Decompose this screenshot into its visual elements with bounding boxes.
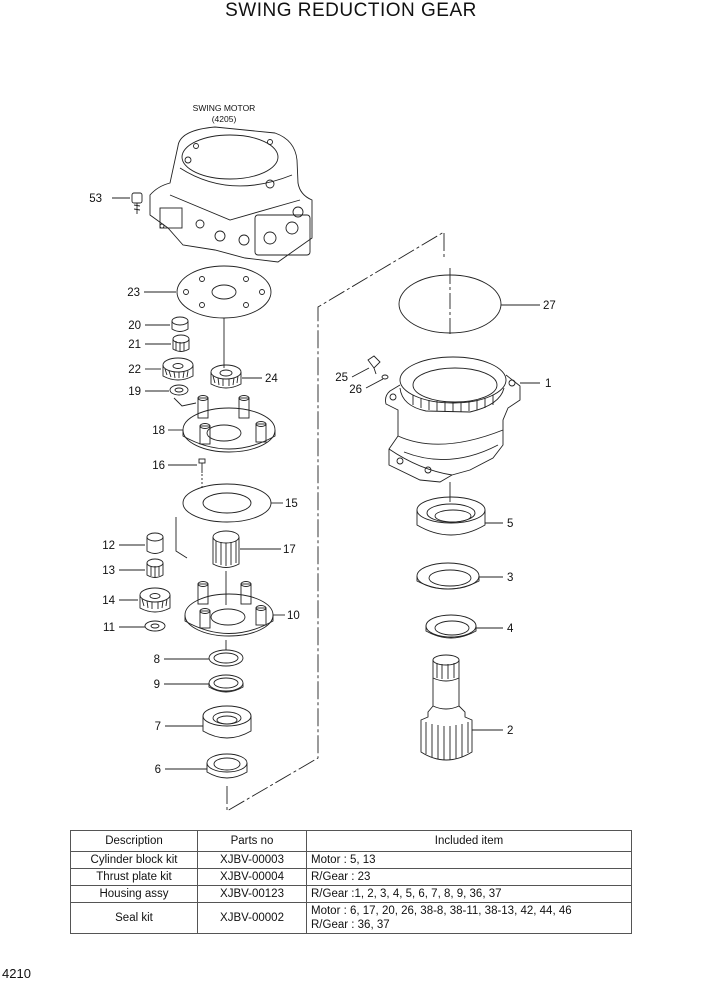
row-parts-no: XJBV-00002 [197,902,307,934]
row-included-item: R/Gear :1, 2, 3, 4, 5, 6, 7, 8, 9, 36, 3… [306,885,632,903]
thrust-plate-23 [176,265,272,319]
table-row: Housing assy XJBV-00123 R/Gear :1, 2, 3,… [70,885,632,903]
callout-6: 6 [155,764,161,776]
callout-2: 2 [507,725,513,737]
callout-9: 9 [154,679,160,691]
callout-11: 11 [103,622,115,634]
row-description: Seal kit [70,902,198,934]
bearing-7 [202,705,252,739]
row-description: Cylinder block kit [70,851,198,869]
row-parts-no: XJBV-00004 [197,868,307,886]
bushing-12 [146,532,164,554]
parts-kit-table: Description Parts no Included item Cylin… [70,830,632,934]
callout-7: 7 [155,721,161,733]
callout-4: 4 [507,623,514,635]
thrust-washer-11 [144,620,166,632]
exploded-parts-diagram: SWING MOTOR (4205) [89,103,556,812]
callout-24: 24 [265,373,278,385]
row-included-item: R/Gear : 23 [306,868,632,886]
callout-3: 3 [507,572,513,584]
callout-23: 23 [127,287,140,299]
bolt-53 [131,192,143,214]
row-description: Thrust plate kit [70,868,198,886]
callout-19: 19 [128,386,141,398]
callout-18: 18 [152,425,165,437]
callout-25: 25 [335,372,348,384]
ring-3 [416,562,480,590]
page-title: SWING REDUCTION GEAR [225,0,477,21]
needle-bearing-13 [146,558,164,578]
pinion-shaft-2 [420,654,473,761]
callout-10: 10 [287,610,300,622]
row-included-item: Motor : 5, 13 [306,851,632,869]
sun-gear-17 [212,530,240,568]
thrust-washer-19 [169,384,189,396]
callout-13: 13 [102,565,115,577]
callout-5: 5 [507,518,513,530]
sun-gear-24 [210,364,242,389]
callout-22: 22 [128,364,141,376]
row-parts-no: XJBV-00123 [197,885,307,903]
column-header-description: Description [70,830,198,852]
callout-1: 1 [545,378,551,390]
needle-bearing-21 [172,334,190,352]
table-row: Thrust plate kit XJBV-00004 R/Gear : 23 [70,868,632,886]
column-header-included-item: Included item [306,830,632,852]
motor-code-label: (4205) [212,114,237,124]
callout-21: 21 [128,339,141,351]
callout-27: 27 [543,300,556,312]
page-number: 4210 [2,966,31,981]
callout-17: 17 [283,544,296,556]
callout-16: 16 [152,460,165,472]
housing-1 [385,356,521,483]
callout-12: 12 [102,540,115,552]
included-item-line-1: Motor : 6, 17, 20, 26, 38-8, 38-11, 38-1… [311,905,572,917]
motor-name-label: SWING MOTOR [193,103,256,113]
swing-motor-illustration [149,126,313,263]
ring-8 [208,649,244,667]
ring-9 [208,674,244,693]
plug-25 [367,355,381,375]
carrier-18 [182,395,276,453]
thrust-plate-15 [182,483,272,523]
row-description: Housing assy [70,885,198,903]
table-row: Seal kit XJBV-00002 Motor : 6, 17, 20, 2… [70,902,632,934]
ring-4 [425,614,477,639]
bushing-20 [171,316,189,332]
planet-gear-22 [162,357,194,381]
planet-gear-14 [139,587,171,613]
callout-8: 8 [154,654,160,666]
callout-14: 14 [102,595,115,607]
callout-53: 53 [89,193,102,205]
table-header-row: Description Parts no Included item [70,830,632,852]
bearing-5 [416,496,486,536]
callout-15: 15 [285,498,298,510]
included-item-line-2: R/Gear : 36, 37 [311,919,390,931]
table-row: Cylinder block kit XJBV-00003 Motor : 5,… [70,851,632,869]
pin-16 [198,458,206,473]
callout-26: 26 [349,384,362,396]
row-included-item: Motor : 6, 17, 20, 26, 38-8, 38-11, 38-1… [306,902,632,934]
row-parts-no: XJBV-00003 [197,851,307,869]
o-ring-26 [381,374,389,380]
carrier-10 [184,581,274,637]
column-header-parts-no: Parts no [197,830,307,852]
callout-20: 20 [128,320,141,332]
oil-seal-6 [206,753,248,779]
